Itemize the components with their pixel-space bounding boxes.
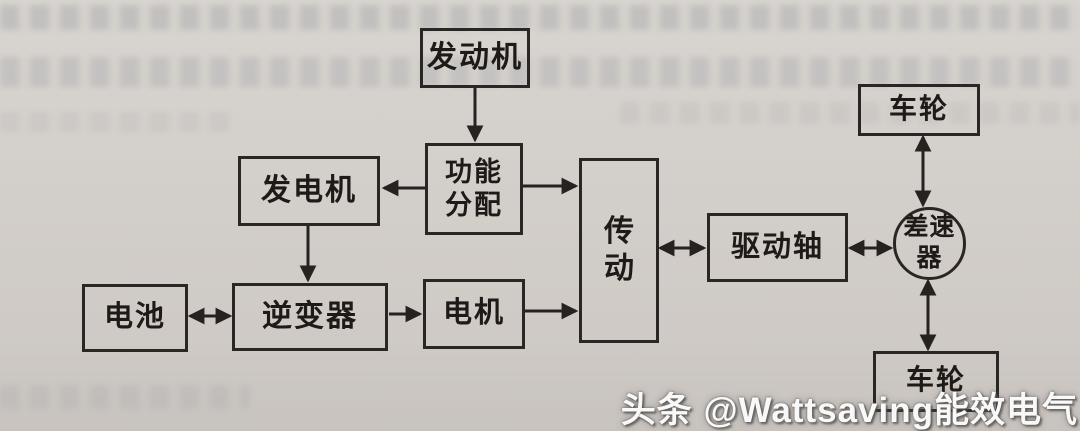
- node-transmission-label: 传动: [604, 214, 634, 285]
- node-transmission: 传动: [579, 158, 659, 343]
- node-engine: 发动机: [420, 28, 530, 88]
- node-drive-shaft-label: 驱动轴: [730, 230, 824, 263]
- node-motor: 电机: [423, 279, 525, 349]
- watermark-text: 头条 @Wattsaving能效电气: [620, 391, 1078, 430]
- node-drive-shaft: 驱动轴: [707, 213, 848, 282]
- node-differential-label: 差速器: [903, 214, 956, 272]
- node-battery: 电池: [82, 284, 188, 352]
- node-engine-label: 发动机: [427, 40, 523, 74]
- node-battery-label: 电池: [103, 301, 166, 334]
- watermark: 头条 @Wattsaving能效电气: [621, 382, 1078, 431]
- node-generator-label: 发电机: [261, 173, 357, 207]
- node-power-split-label: 功能分配: [444, 157, 503, 220]
- node-inverter-label: 逆变器: [262, 299, 358, 333]
- node-wheel-top: 车轮: [858, 84, 980, 136]
- node-inverter: 逆变器: [232, 283, 388, 351]
- node-wheel-bottom: 车轮: [873, 351, 999, 412]
- node-power-split: 功能分配: [425, 143, 523, 235]
- node-generator: 发电机: [238, 156, 380, 226]
- node-wheel-bottom-label: 车轮: [905, 365, 966, 397]
- node-wheel-top-label: 车轮: [888, 93, 949, 125]
- node-differential: 差速器: [893, 207, 966, 280]
- node-motor-label: 电机: [442, 297, 505, 330]
